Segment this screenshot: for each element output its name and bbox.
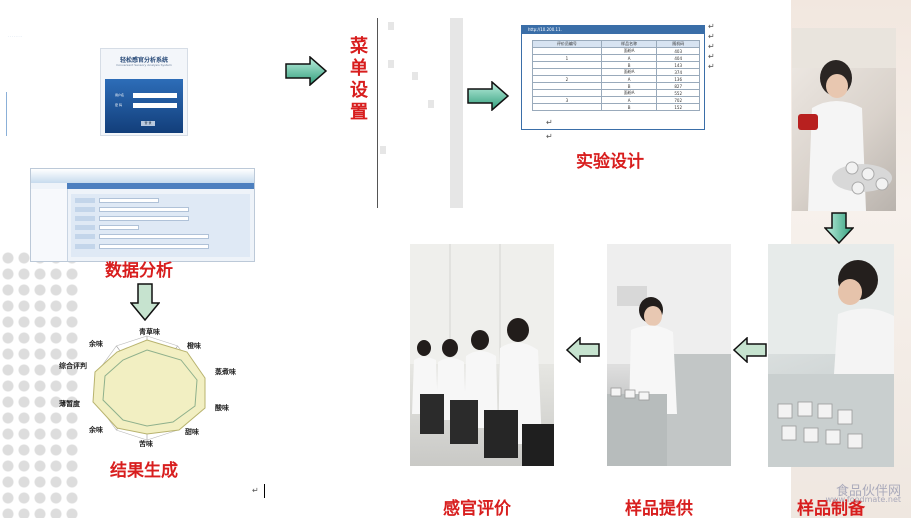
arrow-left-icon: [733, 337, 767, 363]
login-user-input[interactable]: [133, 93, 177, 98]
radar-axis-label: 酸味: [215, 403, 229, 412]
login-button[interactable]: 登 录: [141, 121, 155, 126]
login-panel: 用户名 密 码 登 录: [105, 79, 183, 133]
sample-provision-photo: [607, 244, 731, 466]
preparation-label: 样品制备: [797, 499, 865, 519]
radar-axis-label: 综合评判: [59, 361, 87, 370]
tiny-header-text: · · · · · · · ·: [8, 34, 23, 38]
paragraph-marks: ↵↵: [546, 118, 553, 141]
paragraph-mark: ↵: [252, 486, 259, 495]
arrow-right-icon: [467, 81, 510, 111]
sensory-evaluation-photo: [410, 244, 554, 466]
login-user-label: 用户名: [115, 93, 125, 97]
data-label: 数据分析: [105, 261, 173, 281]
arrow-right-icon: [285, 56, 328, 86]
watermark-title: 食品伙伴网: [835, 484, 901, 499]
radar-axis-label: 苦味: [139, 439, 153, 448]
arrow-left-icon: [566, 337, 600, 363]
radar-axis-label: 余味: [88, 339, 103, 348]
radar-axis-label: 余味: [88, 425, 103, 434]
data-analysis-screenshot: [30, 168, 255, 262]
login-title: 轻松感官分析系统: [119, 57, 168, 64]
arrow-down-icon: [824, 212, 854, 244]
paragraph-marks: ↵↵↵↵↵: [708, 22, 715, 71]
radar-chart: 青草味 橙味 蒸煮味 酸味 甜味 苦味 余味 薄暂度 综合评判 余味: [59, 327, 236, 448]
table-header: 评价员编号: [532, 40, 602, 48]
experiment-label: 实验设计: [576, 152, 644, 172]
login-window: 轻松感官分析系统 Convenient Sensory Analysis Sys…: [100, 48, 188, 136]
provision-label: 样品提供: [625, 499, 693, 519]
table-header: 样品名称: [600, 40, 658, 48]
left-divider: [6, 92, 7, 136]
radar-axis-label: 橙味: [187, 341, 201, 350]
watermark-url: www.foodmate.net: [825, 495, 901, 504]
radar-axis-label: 甜味: [185, 427, 199, 436]
radar-axis-label: 蒸煮味: [215, 367, 236, 376]
login-pass-input[interactable]: [133, 103, 177, 108]
menu-screenshot: [377, 18, 463, 208]
sample-preparation-photo-1: [792, 28, 896, 211]
radar-axis-label: 青草味: [139, 327, 160, 336]
login-subtitle: Convenient Sensory Analysis System: [116, 63, 172, 67]
text-cursor: [264, 484, 265, 498]
evaluation-label: 感官评价: [443, 499, 511, 519]
result-label: 结果生成: [110, 461, 178, 481]
sample-preparation-photo-2: [768, 244, 894, 467]
arrow-down-icon: [130, 283, 160, 321]
radar-axis-label: 薄暂度: [59, 399, 81, 408]
login-pass-label: 密 码: [115, 103, 122, 107]
table-header: 随机码: [656, 40, 700, 48]
dot-pattern-decoration: [0, 250, 80, 518]
menu-label: 菜单设置: [350, 36, 368, 123]
address-bar: http://10.200.11.: [522, 26, 704, 34]
